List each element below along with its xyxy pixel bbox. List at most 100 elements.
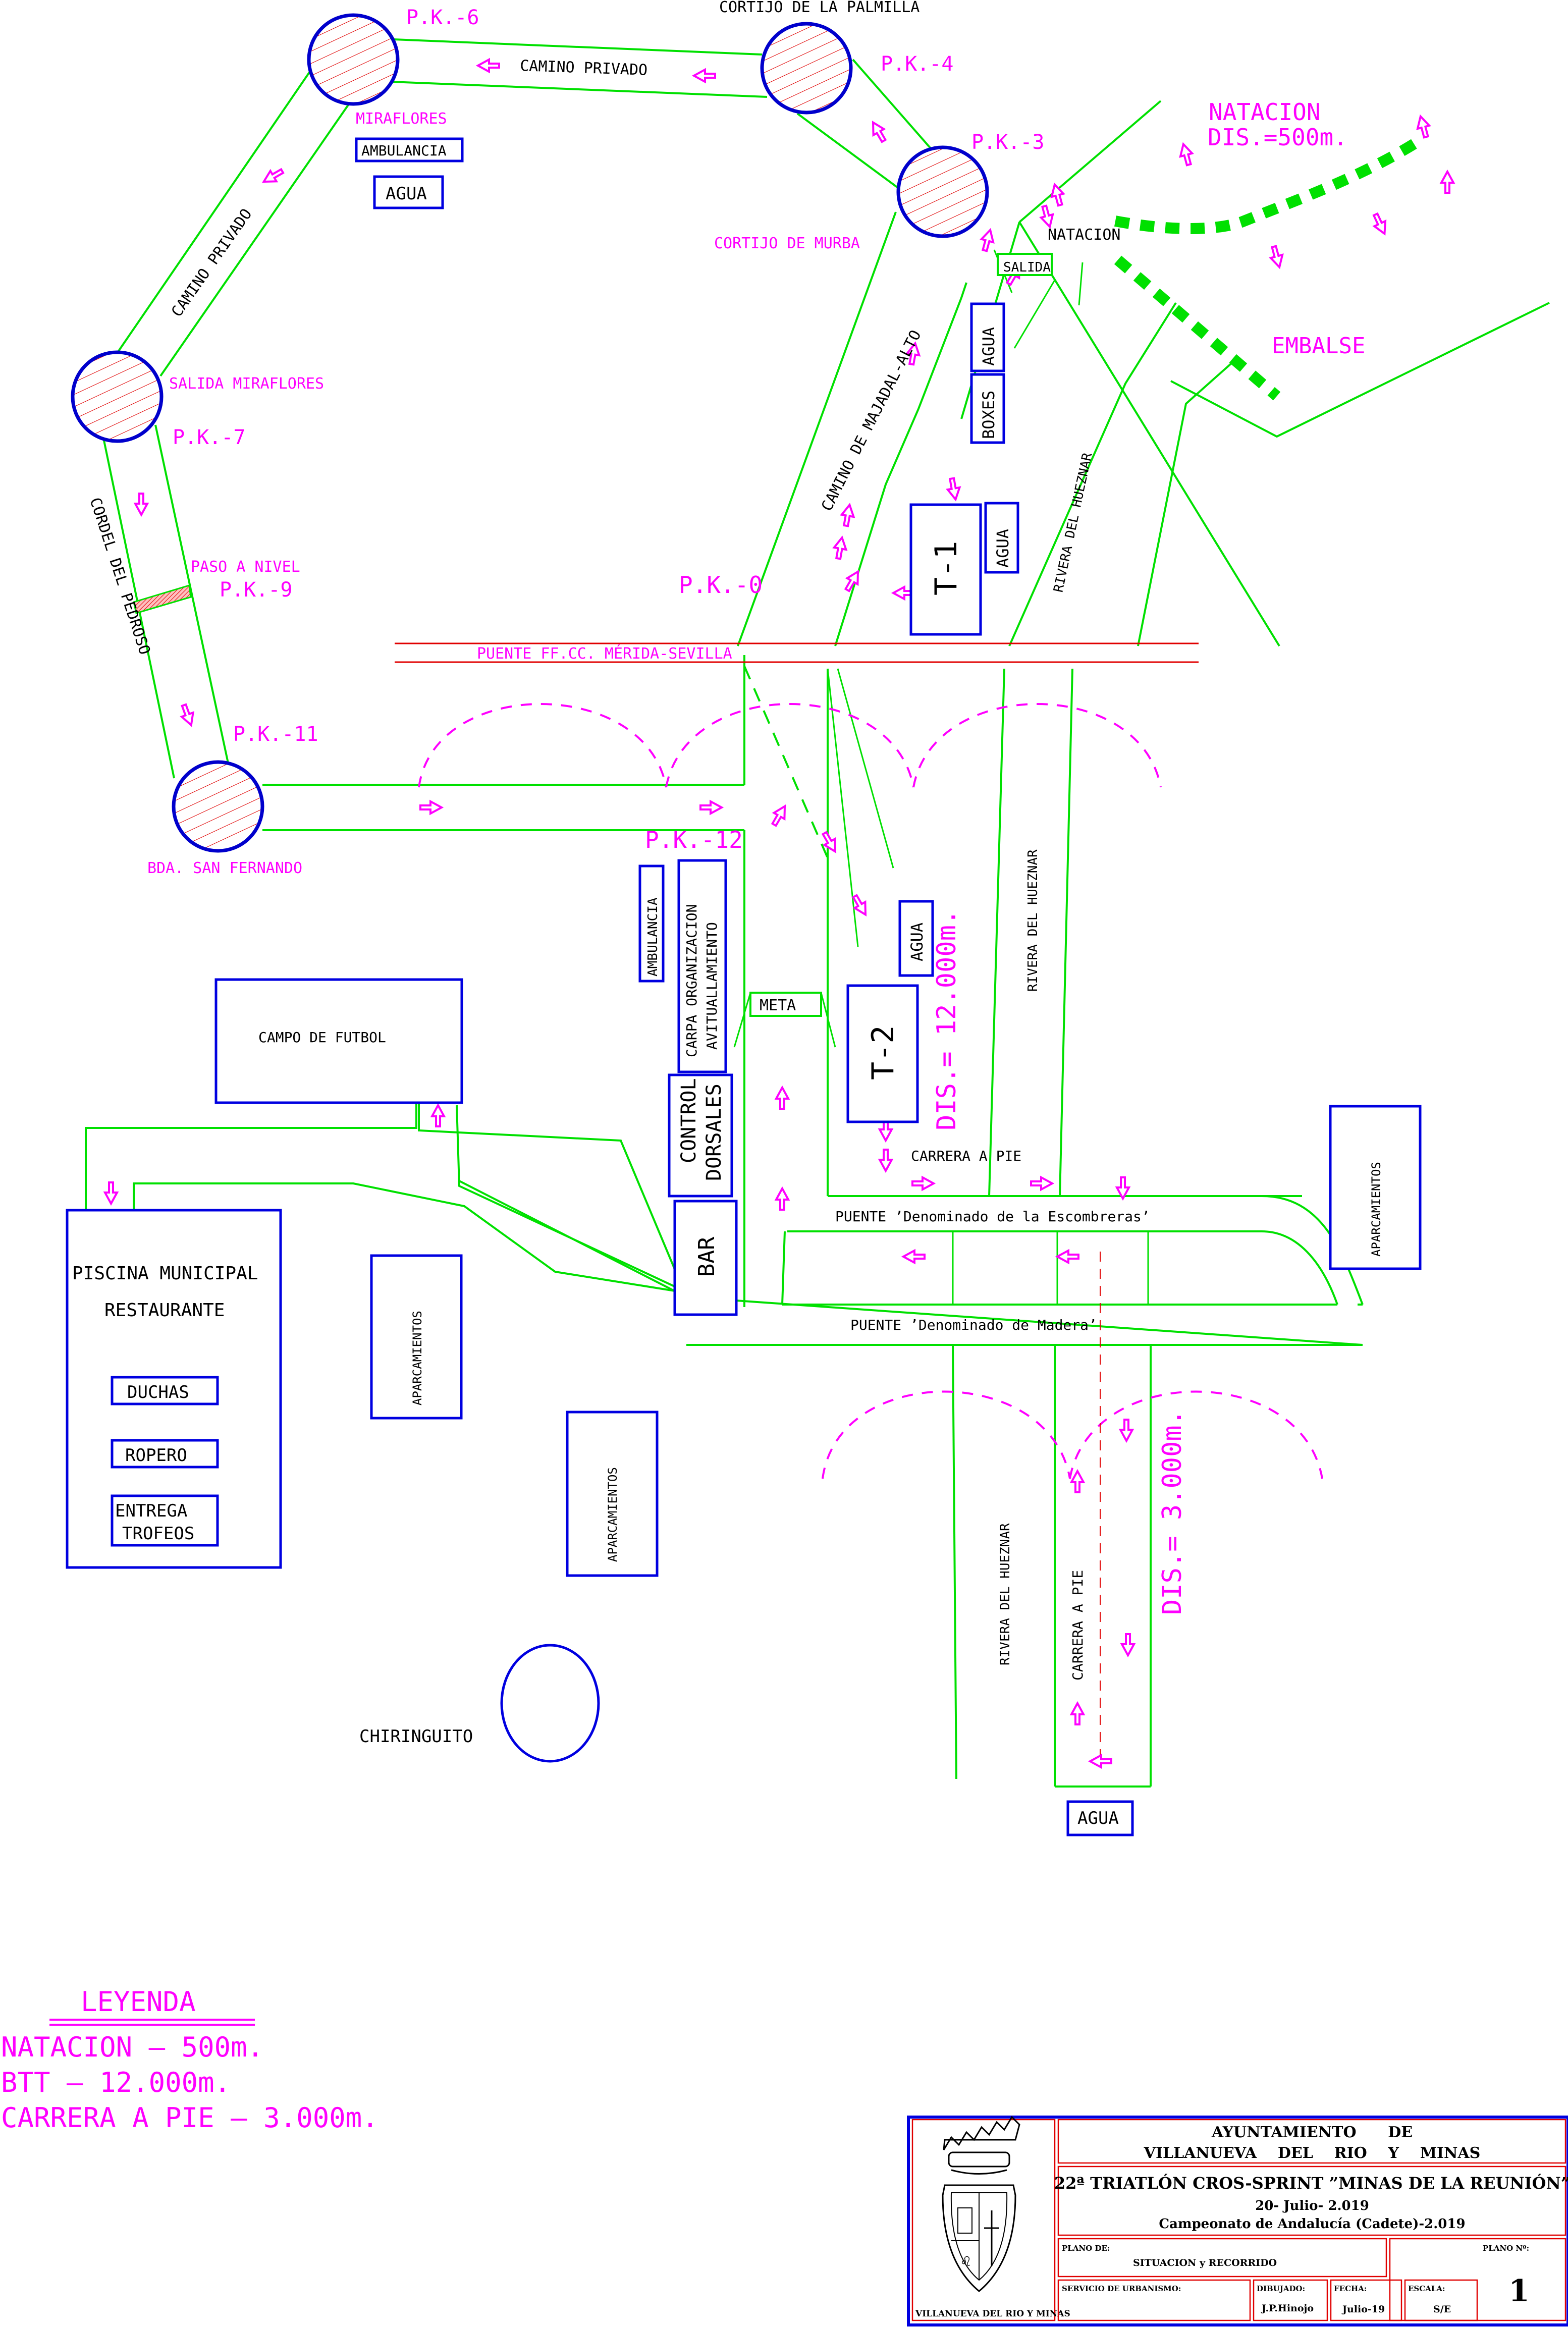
escala-label: ESCALA: <box>1408 2284 1445 2293</box>
arrow-icon <box>980 228 995 252</box>
arrow-icon <box>1055 1249 1079 1265</box>
entrega-label-2: TROFEOS <box>122 1524 194 1544</box>
event-title: 22ª TRIATLÓN CROS-SPRINT ”MINAS DE LA RE… <box>1054 2174 1568 2193</box>
pk-7-circle <box>71 350 164 443</box>
aparcamientos-label-3: APARCAMIENTOS <box>1369 1162 1383 1257</box>
camino-privado-top-label: CAMINO PRIVADO <box>520 57 648 79</box>
bar-box <box>673 1200 738 1316</box>
chiringuito-label: CHIRINGUITO <box>359 1726 473 1747</box>
arrow-icon <box>1120 1633 1136 1658</box>
servicio-label: SERVICIO DE URBANISMO: <box>1062 2284 1181 2293</box>
bridge-arcs <box>418 666 1323 1756</box>
pk-6-circle <box>307 13 400 106</box>
event-subtitle: Campeonato de Andalucía (Cadete)-2.019 <box>1159 2216 1465 2232</box>
run-distance-label: DIS.= 3.000m. <box>1157 1410 1187 1615</box>
campo-label: CAMPO DE FUTBOL <box>258 1029 386 1046</box>
bar-label: BAR <box>694 1236 720 1277</box>
swim-course <box>1114 136 1421 401</box>
railway-bridge <box>395 642 1199 663</box>
agua-transition-label: AGUA <box>979 327 998 366</box>
swim-distance: DIS.=500m. <box>1208 124 1347 151</box>
arrow-icon <box>430 1103 446 1127</box>
duchas-box <box>111 1376 219 1405</box>
rivera-label-3: RIVERA DEL HUEZNAR <box>998 1523 1013 1665</box>
arrow-icon <box>1269 245 1284 269</box>
agua-transition-box <box>970 302 1005 372</box>
railway-label: PUENTE FF.CC. MÉRIDA-SEVILLA <box>477 644 732 663</box>
boxes-box <box>970 373 1005 444</box>
plano-no-value: 1 <box>1508 2274 1530 2309</box>
pk-9-label: P.K.-9 <box>220 578 293 602</box>
majadal-label: CAMINO DE MAJADAL-ALTO <box>818 328 925 514</box>
boxes-label: BOXES <box>979 391 998 439</box>
event-date: 20- Julio- 2.019 <box>1255 2198 1369 2213</box>
carrera-label-h: CARRERA A PIE <box>911 1148 1021 1164</box>
legend: LEYENDA NATACION – 500m. BTT – 12.000m. … <box>1 1986 379 2134</box>
piscina-label-2: RESTAURANTE <box>104 1300 225 1321</box>
pk-0-label: P.K.-0 <box>679 571 763 599</box>
carpa-label-2: AVITUALLAMIENTO <box>704 922 720 1050</box>
pk-3-place: CORTIJO DE MURBA <box>714 235 860 252</box>
swim-title: NATACION <box>1209 98 1321 126</box>
plano-de-value: SITUACION y RECORRIDO <box>1133 2257 1277 2268</box>
arrow-icon <box>872 121 887 143</box>
swim-exit-label: SALIDA <box>1003 260 1051 275</box>
arrow-icon <box>1088 1753 1112 1769</box>
pk-11-label: P.K.-11 <box>233 723 318 746</box>
arrow-icon <box>851 894 867 916</box>
svg-text:♌: ♌ <box>961 2252 970 2270</box>
piscina-label-1: PISCINA MUNICIPAL <box>72 1263 258 1284</box>
fecha-value: Julio-19 <box>1341 2304 1385 2315</box>
ambulancia-top-label: AMBULANCIA <box>361 142 447 159</box>
facilities <box>66 137 1422 1836</box>
agua-top-label: AGUA <box>386 184 427 204</box>
ropero-label: ROPERO <box>125 1445 187 1466</box>
arrow-icon <box>103 1181 119 1206</box>
arrow-icon <box>905 341 921 366</box>
agua-t1-label: AGUA <box>993 529 1012 568</box>
agua-top-box <box>373 175 444 209</box>
direction-arrows <box>103 58 1455 1769</box>
arrow-icon <box>1069 1701 1086 1725</box>
arrow-icon <box>821 831 837 853</box>
arrow-icon <box>901 1249 926 1265</box>
arrow-icon <box>1069 1469 1086 1493</box>
plano-de-label: PLANO DE: <box>1062 2244 1110 2253</box>
arrow-icon <box>180 703 195 727</box>
pk-4-label: P.K.-4 <box>881 52 954 76</box>
pk-3-circle <box>896 145 989 238</box>
btt-distance-label: DIS.= 12.000m. <box>932 909 962 1130</box>
t2-label: T-2 <box>866 1025 901 1080</box>
pk-12-label: P.K.-12 <box>645 826 743 853</box>
t2-box <box>846 984 919 1123</box>
arrow-icon <box>475 58 500 74</box>
arrow-icon <box>1039 204 1054 229</box>
agua-t1-box <box>984 502 1019 574</box>
aparcamientos-label-1: APARCAMIENTOS <box>410 1311 424 1405</box>
control-label-1: CONTROL <box>677 1078 700 1163</box>
reservoir-label: EMBALSE <box>1272 333 1365 359</box>
t1-box <box>909 503 982 636</box>
swim-start-label: NATACION <box>1048 226 1121 244</box>
title-block: ♌ VILLANUEVA DEL RIO Y MINAS AYUNTAMIENT… <box>907 2116 1568 2326</box>
aparcamientos-label-2: APARCAMIENTOS <box>606 1467 620 1562</box>
puente-madera-label: PUENTE ’Denominado de Madera’ <box>850 1317 1097 1333</box>
level-crossing <box>133 584 192 614</box>
arrow-icon <box>1416 114 1431 139</box>
control-dorsales-box <box>668 1073 733 1198</box>
meta-label: META <box>760 997 796 1014</box>
dibujado-label: DIBUJADO: <box>1257 2284 1305 2293</box>
rivera-label-1: RIVERA DEL HUEZNAR <box>1051 451 1096 593</box>
agua-bottom-box <box>1066 1800 1134 1836</box>
pk-11-place: BDA. SAN FERNANDO <box>147 859 302 877</box>
road-network <box>85 38 1550 1788</box>
aparcamientos-1-box <box>370 1254 463 1420</box>
plano-no-label: PLANO Nº: <box>1483 2244 1529 2253</box>
arrow-icon <box>1030 1175 1055 1192</box>
escala-value: S/E <box>1433 2304 1451 2315</box>
duchas-label: DUCHAS <box>127 1382 189 1402</box>
agua-t2-label: AGUA <box>907 923 927 961</box>
entrega-box <box>111 1494 219 1547</box>
salida-gate <box>997 253 1053 276</box>
